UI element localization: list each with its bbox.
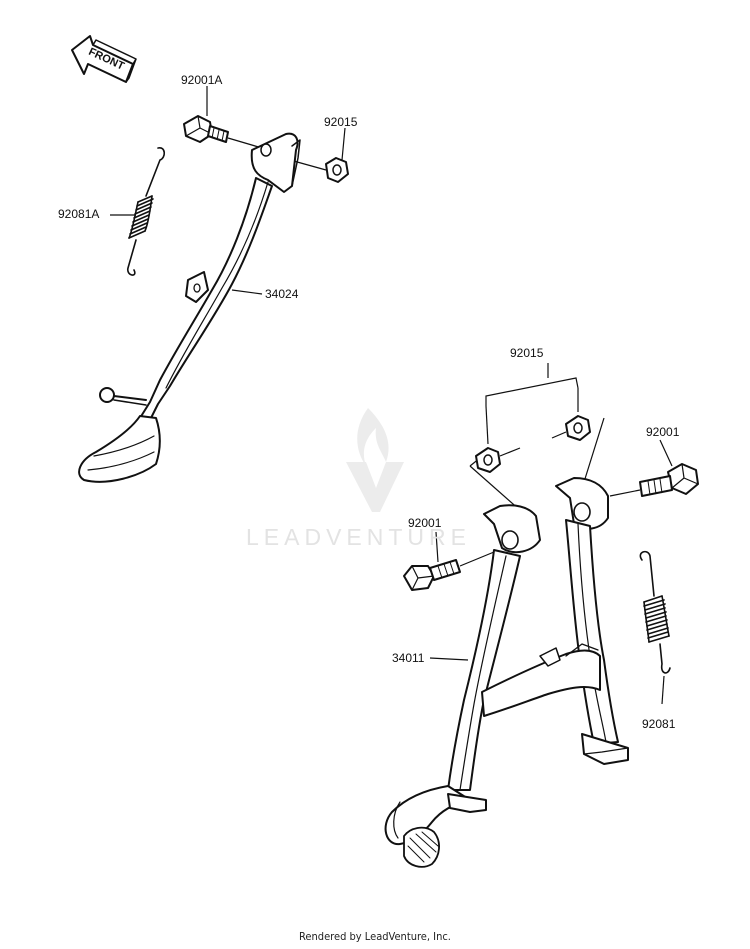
bolt-92001a-icon [183, 115, 229, 143]
callout-spring-92081: 92081 [642, 717, 676, 731]
callout-bolt-92001-left: 92001 [408, 516, 442, 530]
side-stand-34024-icon [78, 132, 301, 483]
bolt-92001-left-icon [403, 559, 461, 591]
nut-92015-side-icon [325, 157, 349, 183]
callout-side-stand-34024: 34024 [265, 287, 299, 301]
callout-nut-92015-main: 92015 [510, 346, 544, 360]
bolt-92001-right-icon [639, 463, 699, 497]
front-arrow-icon: FRONT [71, 35, 137, 83]
callout-spring-92081a: 92081A [58, 207, 100, 221]
watermark-label: LEADVENTURE [246, 524, 471, 550]
nut-92015-main-right-icon [565, 415, 591, 441]
leadventure-logo-icon [346, 408, 404, 512]
main-stand-34011-icon [384, 477, 629, 868]
callout-bolt-92001a: 92001A [181, 73, 223, 87]
footer-credit: Rendered by LeadVenture, Inc. [299, 930, 451, 943]
nut-92015-main-left-icon [475, 447, 501, 473]
callout-main-stand-34011: 34011 [392, 651, 425, 665]
spring-92081-icon [639, 550, 671, 674]
callout-bolt-92001-right: 92001 [646, 425, 680, 439]
callout-nut-92015-side: 92015 [324, 115, 358, 129]
spring-92081a-icon [127, 147, 166, 276]
